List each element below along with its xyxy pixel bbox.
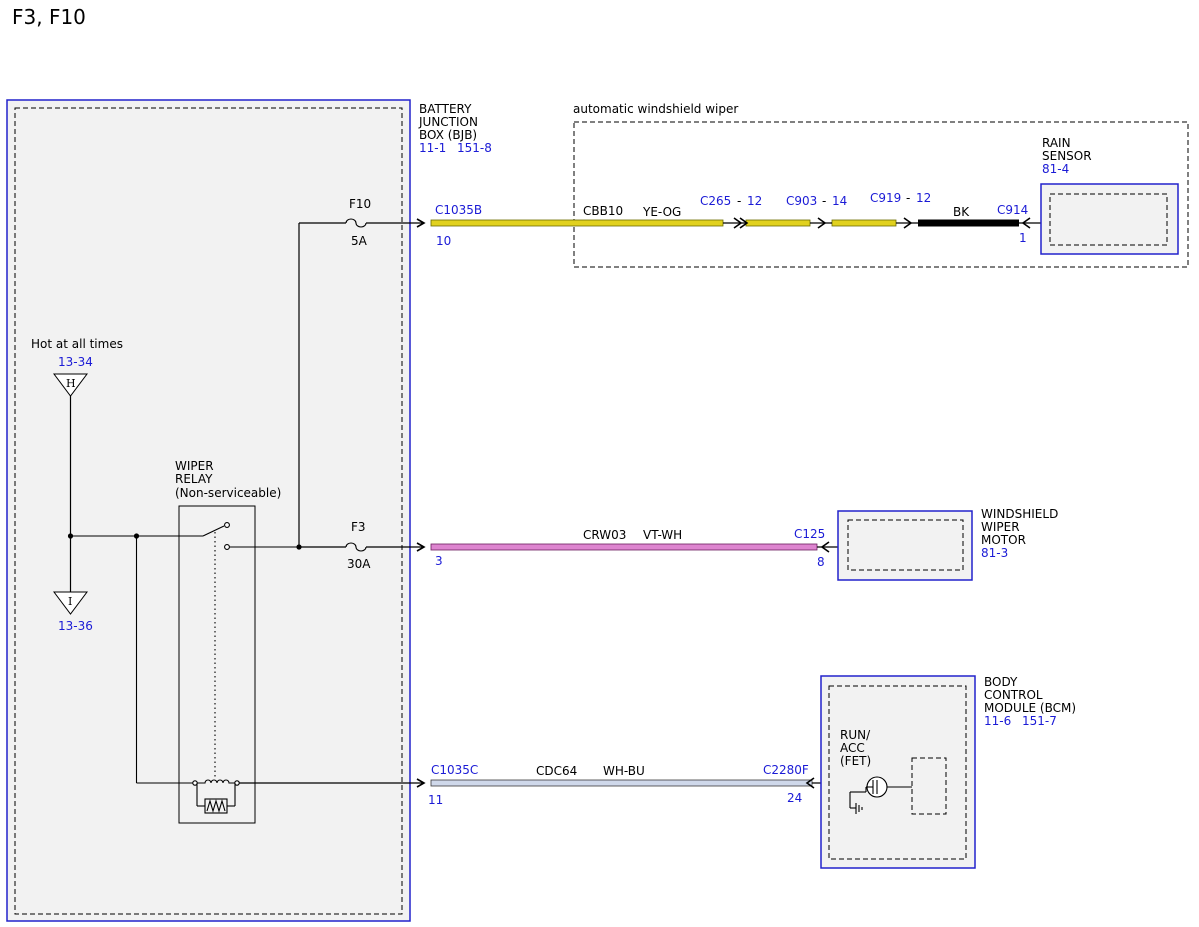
bjb-module	[6, 99, 411, 922]
c914-pin-1: 1	[1019, 231, 1027, 245]
f10-branch-wire	[298, 218, 426, 547]
i-triangle-symbol	[53, 591, 88, 615]
mid-wire-color: VT-WH	[643, 528, 682, 542]
bjb-name-line3: BOX (BJB)	[419, 128, 477, 142]
top-bk-color: BK	[953, 205, 970, 219]
auto-wiper-region	[573, 121, 1189, 268]
junction-dots	[67, 533, 302, 550]
wiper-motor-line3: MOTOR	[981, 533, 1026, 547]
wiper-motor-line1: WINDSHIELD	[981, 507, 1058, 521]
bcm-fet-line3: (FET)	[840, 754, 871, 768]
bcm-fet-line1: RUN/	[840, 728, 871, 742]
inline-c919[interactable]: C919	[870, 191, 901, 205]
hot-at-all-times-label: Hot at all times	[31, 337, 123, 351]
inline-c265-sep: -	[737, 194, 741, 208]
relay-label-line1: WIPER	[175, 459, 214, 473]
fuse-f10-name: F10	[349, 197, 371, 211]
relay-box	[178, 505, 256, 824]
top-circuit-id: CBB10	[583, 204, 623, 218]
c125-pin-8: 8	[817, 555, 825, 569]
rain-sensor-line1: RAIN	[1042, 136, 1071, 150]
top-wire-color: YE-OG	[642, 205, 681, 219]
wire-vt-wh	[430, 541, 848, 553]
wiper-motor-line2: WIPER	[981, 520, 1020, 534]
rain-sensor-ref-link[interactable]: 81-4	[1042, 162, 1069, 176]
bjb-name-line2: JUNCTION	[418, 115, 478, 129]
inline-c265-pin: 12	[747, 194, 762, 208]
hot-triangle-symbol	[53, 373, 88, 397]
bjb-ref-link-1[interactable]: 11-1	[419, 141, 446, 155]
relay-internals	[70, 522, 299, 814]
i-symbol-letter: I	[68, 595, 72, 608]
inline-c903-sep: -	[822, 194, 826, 208]
relay-label-line2: RELAY	[175, 472, 213, 486]
wiper-motor-module	[837, 510, 973, 581]
bottom-circuit-id: CDC64	[536, 764, 577, 778]
rain-sensor-module	[1040, 183, 1179, 255]
bcm-module	[820, 675, 976, 869]
bcm-fet-line2: ACC	[840, 741, 865, 755]
inline-c919-pin: 12	[916, 191, 931, 205]
hot-ref-link[interactable]: 13-34	[58, 355, 93, 369]
page-title: F3, F10	[12, 5, 86, 29]
connector-c2280f[interactable]: C2280F	[763, 763, 809, 777]
bottom-wire-color: WH-BU	[603, 764, 645, 778]
bcm-name-line3: MODULE (BCM)	[984, 701, 1076, 715]
wiper-motor-ref-link[interactable]: 81-3	[981, 546, 1008, 560]
bcm-ref-link-2[interactable]: 151-7	[1022, 714, 1057, 728]
c2280f-pin-24: 24	[787, 791, 802, 805]
top-pin-10: 10	[436, 234, 451, 248]
fuse-f10-rating: 5A	[351, 234, 368, 248]
connector-c125[interactable]: C125	[794, 527, 825, 541]
bjb-name-line1: BATTERY	[419, 102, 472, 116]
fet-transistor-symbol	[849, 776, 912, 814]
relay-label-line3: (Non-serviceable)	[175, 486, 281, 500]
connector-c914[interactable]: C914	[997, 203, 1028, 217]
mid-pin-3: 3	[435, 554, 443, 568]
wire-wh-bu	[430, 777, 866, 789]
hot-symbol-letter: H	[66, 377, 76, 390]
auto-wiper-label: automatic windshield wiper	[573, 102, 738, 116]
bjb-ref-link-2[interactable]: 151-8	[457, 141, 492, 155]
top-connector-c1035b[interactable]: C1035B	[435, 203, 482, 217]
mid-circuit-id: CRW03	[583, 528, 626, 542]
inline-connector-arrows	[723, 217, 1050, 229]
inline-c903[interactable]: C903	[786, 194, 817, 208]
rain-sensor-line2: SENSOR	[1042, 149, 1092, 163]
bottom-connector-c1035c[interactable]: C1035C	[431, 763, 478, 777]
inline-c919-sep: -	[906, 191, 910, 205]
f3-branch-wire	[299, 542, 426, 552]
bcm-name-line1: BODY	[984, 675, 1018, 689]
bottom-pin-11: 11	[428, 793, 443, 807]
fuse-f3-rating: 30A	[347, 557, 371, 571]
bcm-name-line2: CONTROL	[984, 688, 1043, 702]
i-ref-link[interactable]: 13-36	[58, 619, 93, 633]
inline-c903-pin: 14	[832, 194, 847, 208]
inline-c265[interactable]: C265	[700, 194, 731, 208]
bcm-ref-link-1[interactable]: 11-6	[984, 714, 1011, 728]
fuse-f3-name: F3	[351, 520, 366, 534]
